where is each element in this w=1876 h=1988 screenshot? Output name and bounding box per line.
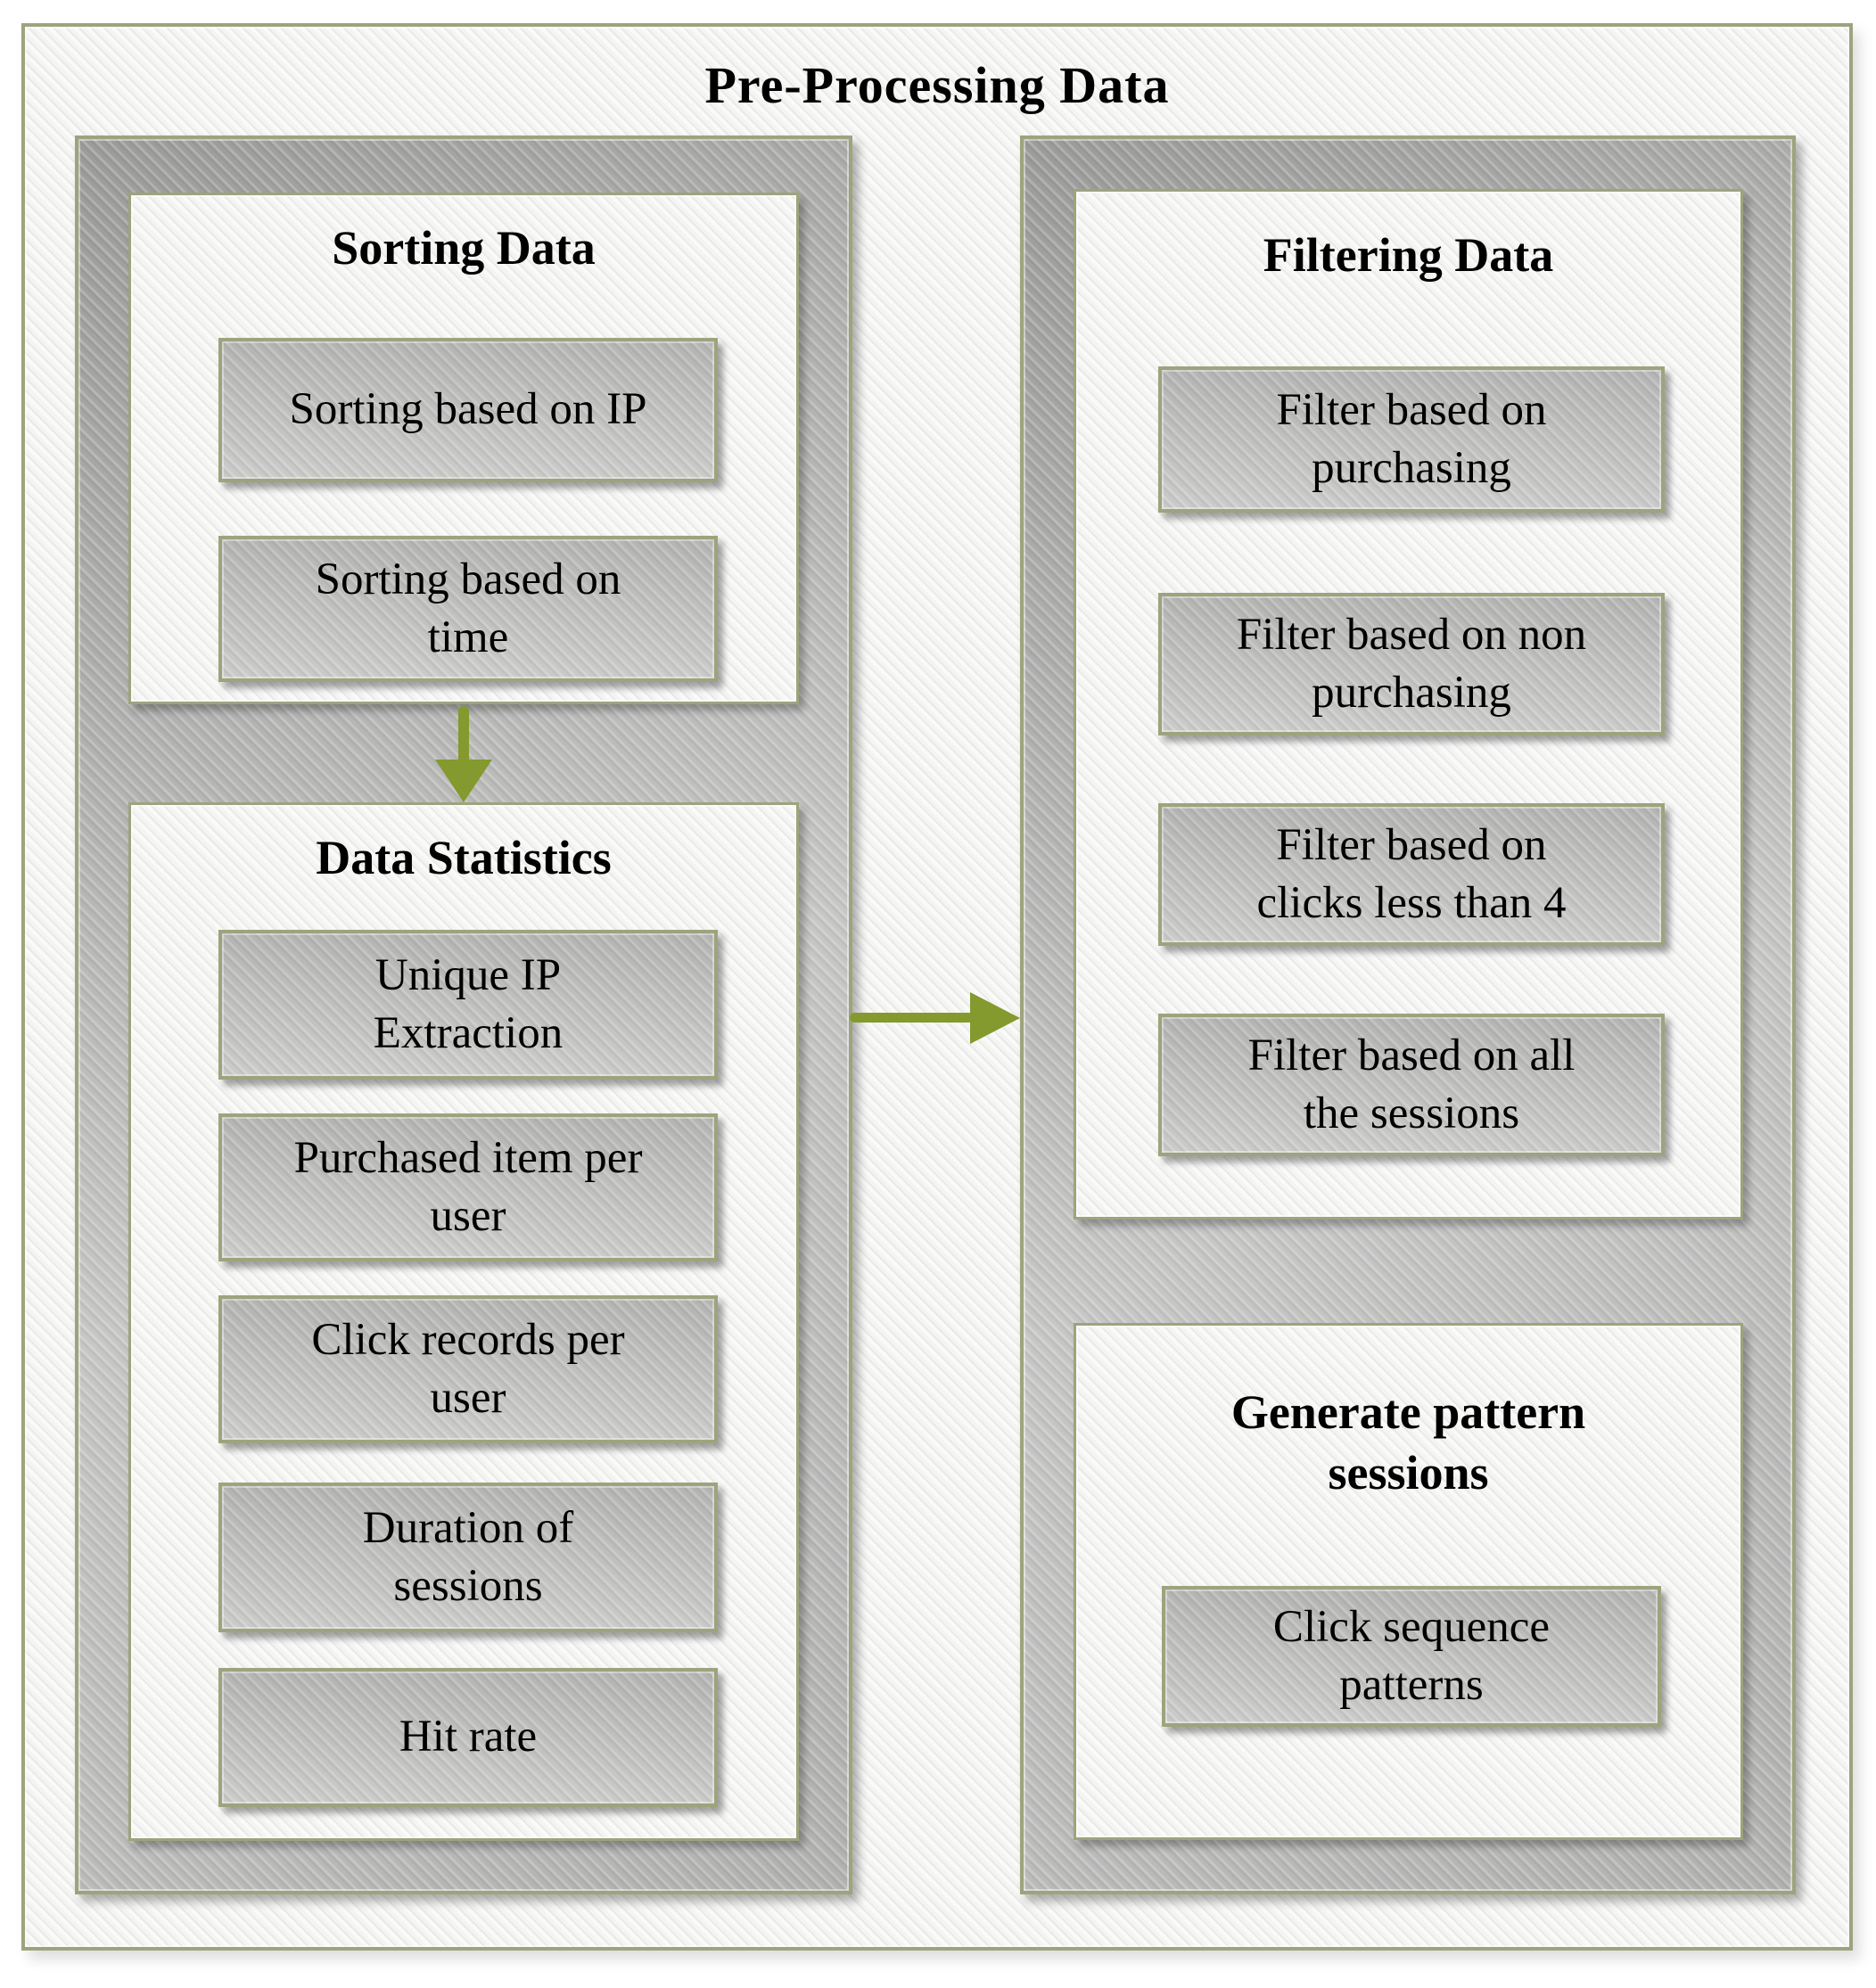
- filter-non-purchasing-label: Filter based on non purchasing: [1236, 609, 1587, 718]
- filtering-data-box: Filtering Data Filter based on purchasin…: [1074, 189, 1743, 1220]
- filter-non-purchasing-box: Filter based on non purchasing: [1158, 593, 1665, 735]
- down-arrow-head-icon: [435, 760, 492, 802]
- data-statistics-title: Data Statistics: [316, 831, 612, 884]
- filter-purchasing-label: Filter based on purchasing: [1276, 384, 1547, 493]
- sorting-based-on-ip-box: Sorting based on IP: [218, 338, 718, 482]
- hit-rate-label: Hit rate: [399, 1712, 538, 1762]
- sorting-data-box: Sorting Data Sorting based on IP Sorting…: [128, 193, 799, 704]
- diagram-title: Pre-Processing Data: [704, 56, 1170, 114]
- filtering-data-title: Filtering Data: [1263, 228, 1554, 282]
- filter-all-sessions-box: Filter based on all the sessions: [1158, 1014, 1665, 1156]
- duration-of-sessions-label: Duration of sessions: [362, 1502, 574, 1611]
- unique-ip-extraction-box: Unique IP Extraction: [218, 930, 718, 1080]
- purchased-item-per-user-box: Purchased item per user: [218, 1113, 718, 1261]
- click-records-per-user-box: Click records per user: [218, 1295, 718, 1443]
- filter-purchasing-box: Filter based on purchasing: [1158, 366, 1665, 513]
- sorting-based-on-time-label: Sorting based on time: [315, 554, 621, 662]
- data-statistics-box: Data Statistics Unique IP Extraction Pur…: [128, 802, 799, 1841]
- filter-clicks-less-than-4-label: Filter based on clicks less than 4: [1256, 819, 1567, 928]
- click-records-per-user-label: Click records per user: [311, 1314, 625, 1423]
- hit-rate-box: Hit rate: [218, 1668, 718, 1807]
- sorting-based-on-time-box: Sorting based on time: [218, 536, 718, 682]
- generate-pattern-sessions-box: Generate pattern sessions Click sequence…: [1074, 1323, 1743, 1840]
- filter-all-sessions-label: Filter based on all the sessions: [1247, 1030, 1576, 1138]
- filter-clicks-less-than-4-box: Filter based on clicks less than 4: [1158, 803, 1665, 946]
- down-arrow-icon: [458, 706, 469, 763]
- unique-ip-extraction-label: Unique IP Extraction: [373, 949, 564, 1058]
- generate-pattern-sessions-title: Generate pattern sessions: [1230, 1385, 1586, 1499]
- click-sequence-patterns-label: Click sequence patterns: [1272, 1601, 1551, 1710]
- right-arrow-icon: [850, 1013, 975, 1023]
- right-arrow-head-icon: [970, 992, 1020, 1044]
- sorting-based-on-ip-label: Sorting based on IP: [289, 384, 647, 435]
- duration-of-sessions-box: Duration of sessions: [218, 1483, 718, 1632]
- sorting-data-title: Sorting Data: [332, 221, 596, 275]
- purchased-item-per-user-label: Purchased item per user: [293, 1132, 643, 1241]
- click-sequence-patterns-box: Click sequence patterns: [1162, 1586, 1661, 1727]
